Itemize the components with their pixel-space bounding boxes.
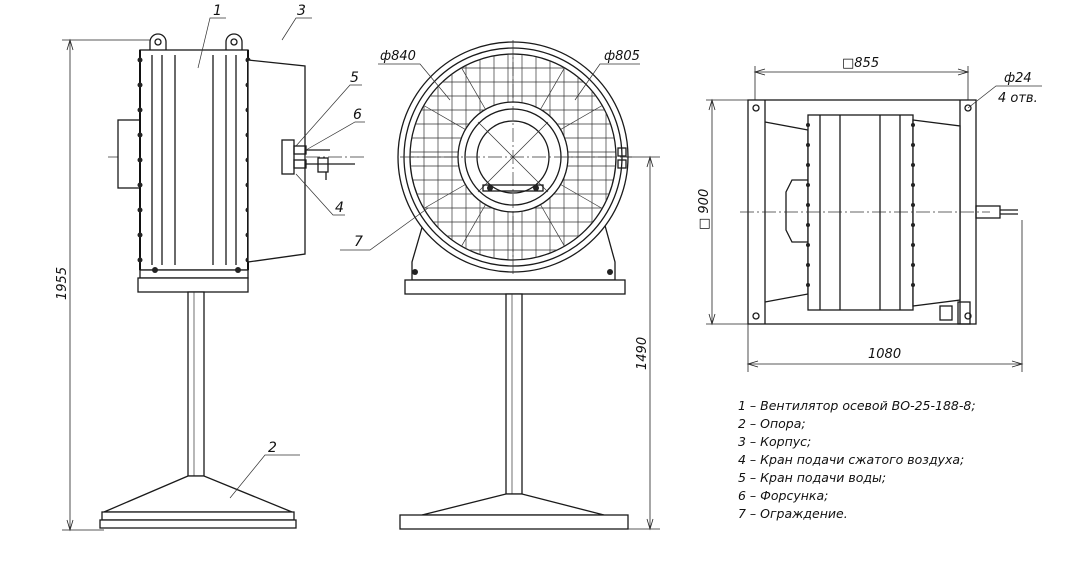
legend-item-1: 1 – Вентилятор осевой ВО-25-188-8; [738,398,976,413]
label-1: 1 [213,3,222,19]
dim-hole-diameter: ф24 [1004,71,1032,86]
guard-spoke [461,204,486,247]
legend-item-3: 3 – Корпус; [738,434,811,449]
label-3: 3 [297,3,306,19]
legend-item-4: 4 – Кран подачи сжатого воздуха; [738,452,964,467]
label-6: 6 [353,107,362,123]
guard-spoke [560,105,603,130]
dim-900: □ 900 [697,189,712,230]
legend-item-2: 2 – Опора; [738,416,806,431]
guard-spoke [540,67,565,110]
top-view: □855 □ 900 1080 ф24 4 отв. [697,56,1042,372]
label-5: 5 [350,70,359,86]
dim-840: ф840 [380,49,416,64]
guard-spoke [540,204,565,247]
front-view: 1490 ф840 ф805 7 [340,40,660,531]
side-view: 1955 1 3 5 6 4 2 [55,3,365,532]
label-2: 2 [268,440,277,456]
legend-item-7: 7 – Ограждение. [738,506,848,521]
guard-spoke [461,67,486,110]
dim-805: ф805 [604,49,640,64]
legend-item-5: 5 – Кран подачи воды; [738,470,886,485]
dim-1080: 1080 [868,347,901,362]
dim-1955: 1955 [55,267,70,300]
guard-spoke [423,105,466,130]
dim-855: □855 [842,56,879,71]
dim-1490: 1490 [635,337,650,370]
legend-item-6: 6 – Форсунка; [738,488,828,503]
guard-spoke [423,184,466,209]
legend: 1 – Вентилятор осевой ВО-25-188-8; 2 – О… [738,398,976,521]
label-4: 4 [335,200,344,216]
label-7: 7 [354,234,363,250]
dim-hole-count: 4 отв. [998,91,1038,106]
guard-spoke [560,184,603,209]
